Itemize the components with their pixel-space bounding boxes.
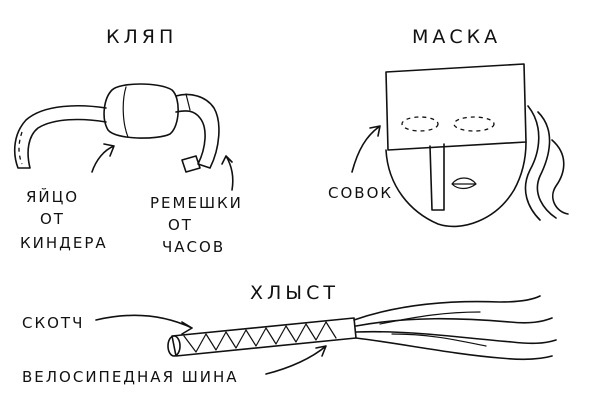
whip-title: ХЛЫСТ (250, 282, 339, 304)
lips (451, 177, 477, 190)
tire-strand-5 (379, 311, 487, 347)
straps-label-line-3: ЧАСОВ (162, 238, 226, 256)
left-strap-holes (18, 131, 23, 165)
tire-arrow (265, 345, 327, 375)
strap-buckle (181, 155, 201, 173)
hair-strand-1 (524, 105, 541, 221)
straps-arrow (221, 155, 234, 191)
whip-handle-end (167, 335, 181, 357)
face-outline (385, 141, 527, 228)
tire-strand-2 (355, 317, 553, 327)
straps-label-line-2: ОТ (168, 216, 193, 234)
tape-label: СКОТЧ (22, 314, 85, 332)
whip-illustration (95, 295, 557, 375)
egg-arrow (91, 143, 115, 173)
tire-strand-3 (355, 330, 557, 345)
tire-label: ВЕЛОСИПЕДНАЯ ШИНА (22, 368, 239, 386)
tape-wrapping (183, 321, 337, 353)
scoop-label: СОВОК (328, 184, 394, 202)
egg-label-line-2: ОТ (40, 210, 65, 228)
tape-arrow (95, 314, 193, 335)
scoop-arrow (351, 125, 381, 173)
tire-strand-4 (355, 337, 553, 361)
dustpan-blade (385, 63, 527, 151)
mask-title: МАСКА (412, 26, 502, 48)
right-strap-band (185, 93, 191, 111)
dustpan-handle (429, 143, 445, 211)
right-eye-hole (453, 116, 495, 132)
gag-illustration (13, 83, 234, 191)
hair-strand-2 (536, 111, 557, 219)
left-watch-strap (13, 105, 107, 169)
kinder-egg-shape (103, 83, 179, 139)
mask-illustration (351, 63, 569, 228)
egg-label-line-1: ЯЙЦО (26, 188, 80, 206)
left-eye-hole (401, 116, 439, 132)
egg-label-line-3: КИНДЕРА (20, 234, 108, 252)
right-watch-strap (175, 93, 220, 169)
kinder-egg-seam (122, 86, 129, 138)
whip-handle (171, 317, 357, 357)
tire-strand-1 (353, 295, 541, 321)
gag-title: КЛЯП (106, 26, 178, 48)
hair-strand-3 (551, 139, 569, 215)
straps-label-line-1: РЕМЕШКИ (150, 194, 243, 212)
